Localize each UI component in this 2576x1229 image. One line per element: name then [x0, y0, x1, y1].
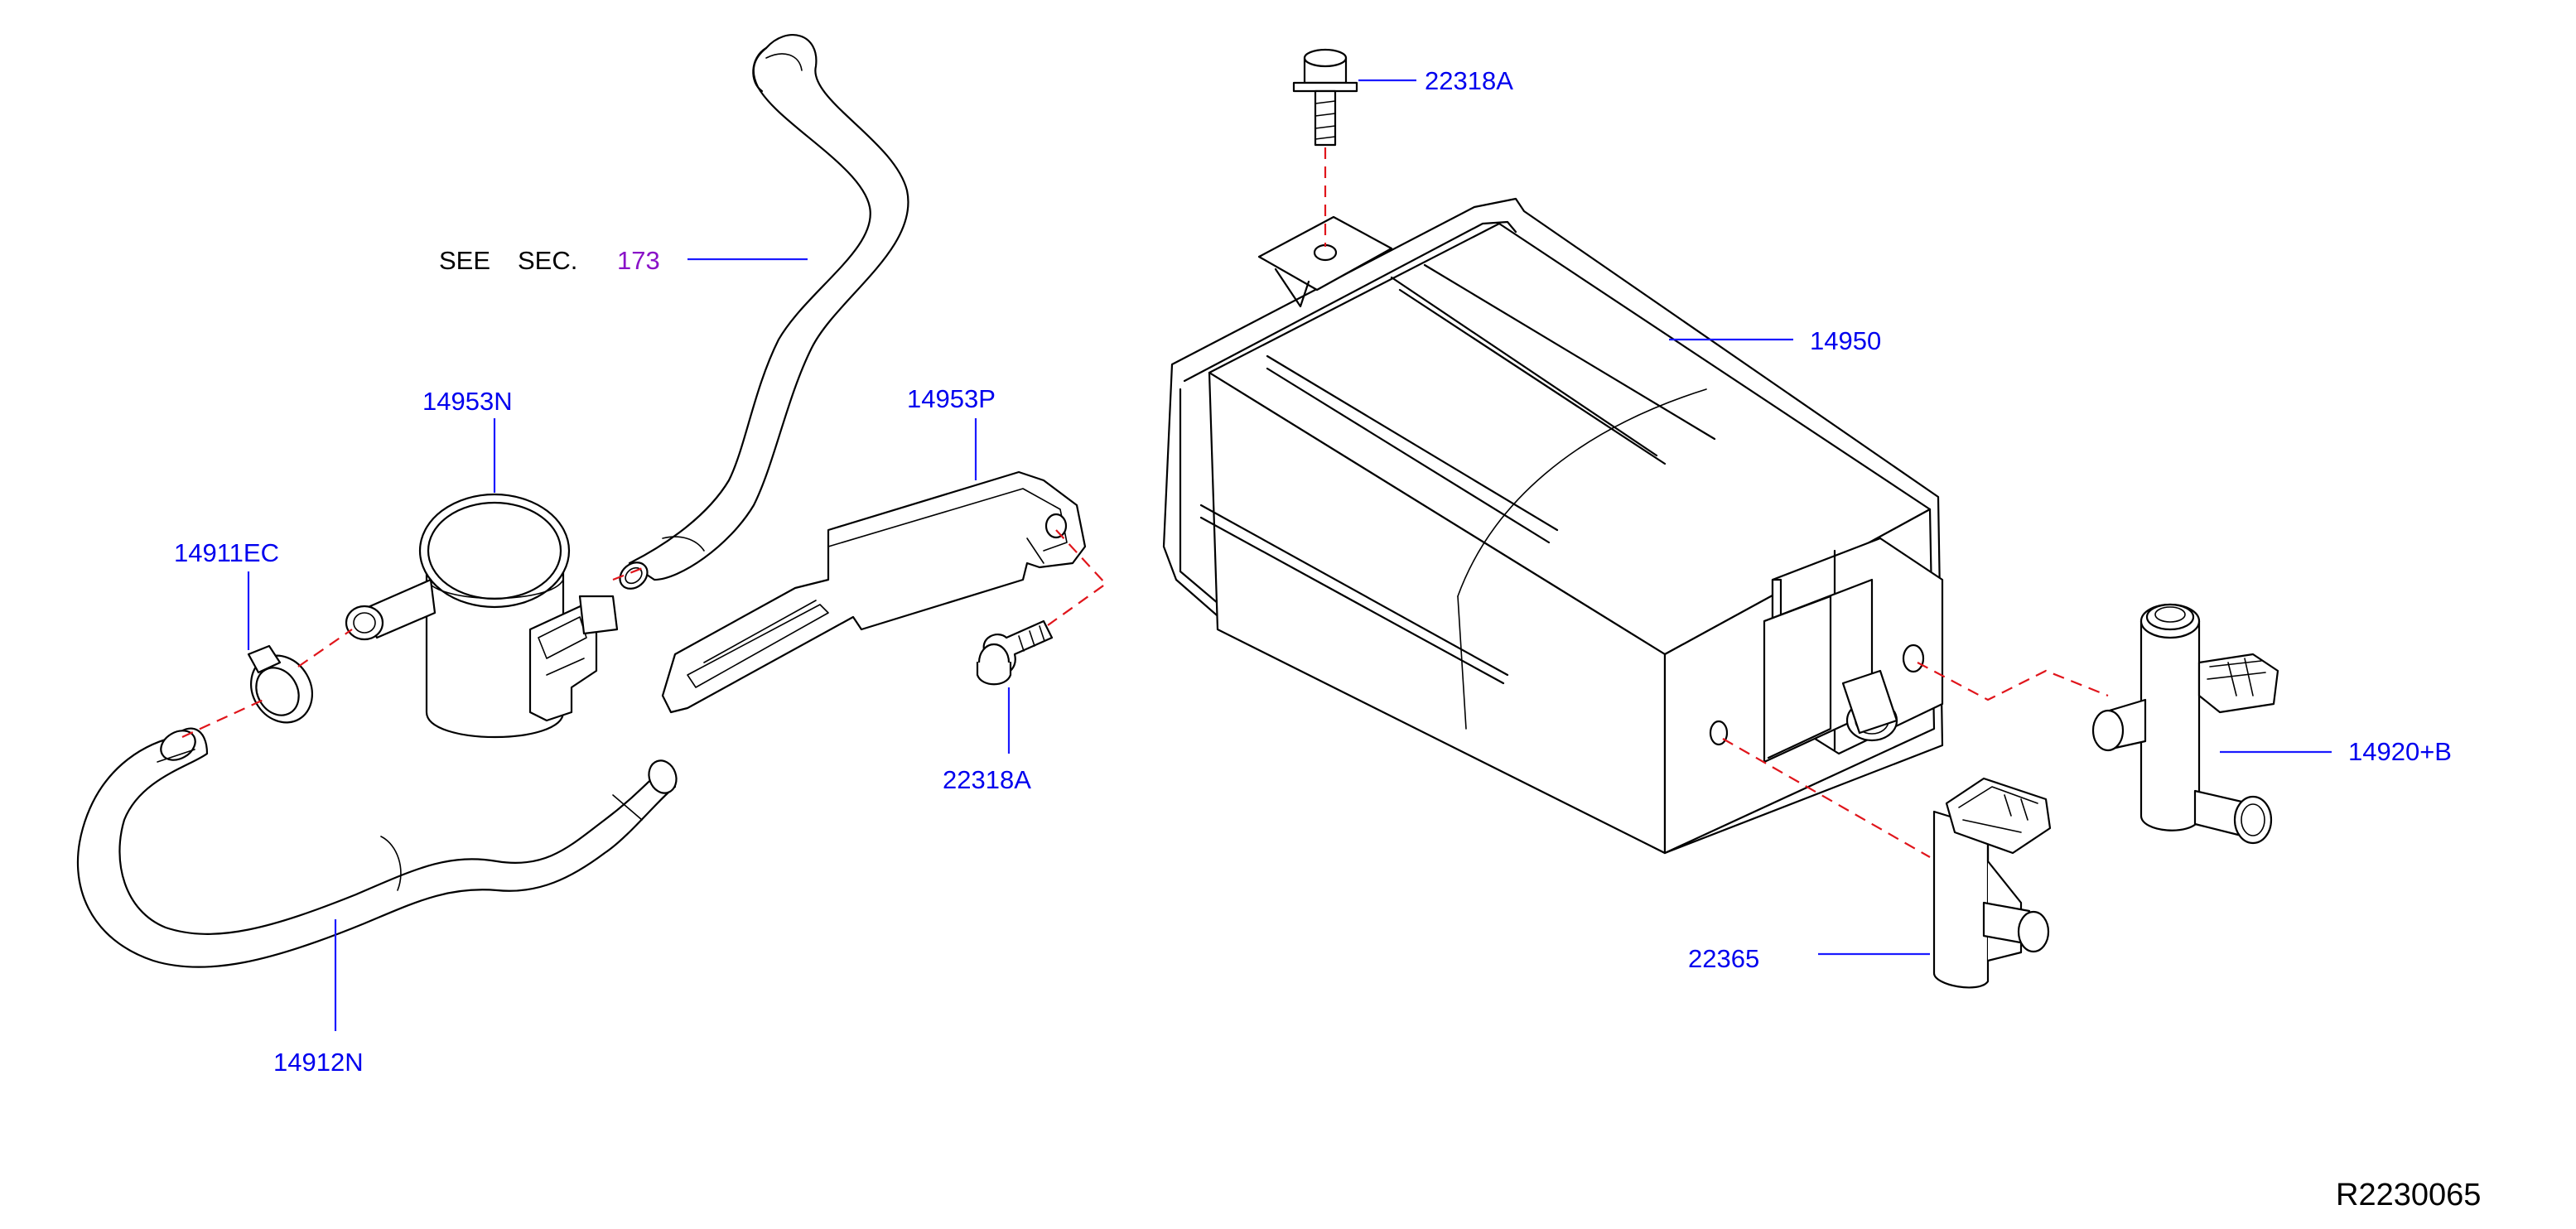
valve-14953N[interactable]	[345, 493, 619, 739]
part-label-22365[interactable]: 22365	[1688, 944, 1759, 973]
diagram-code: R2230065	[2336, 1178, 2481, 1212]
canister-14950[interactable]	[1162, 197, 1944, 855]
guide-hose-to-clamp	[181, 699, 264, 738]
sec-label: SEC.	[518, 246, 577, 275]
bracket-14953P[interactable]	[661, 470, 1087, 714]
part-label-14953N[interactable]: 14953N	[422, 387, 513, 416]
guide-bracket-to-bolt	[1047, 529, 1107, 626]
section-ref-173[interactable]: 173	[617, 246, 660, 275]
bolt-22318A-top[interactable]	[1292, 48, 1358, 147]
valve-14920B[interactable]	[2091, 603, 2279, 845]
see-label: SEE	[439, 246, 490, 275]
part-label-14953P[interactable]: 14953P	[907, 384, 996, 413]
part-label-22318A-top[interactable]: 22318A	[1425, 66, 1513, 95]
sensor-22365[interactable]	[1932, 777, 2052, 989]
part-label-14911EC[interactable]: 14911EC	[174, 538, 279, 567]
upper-hose[interactable]	[615, 34, 909, 594]
part-label-14912N[interactable]: 14912N	[273, 1048, 364, 1077]
guide-canister-to-valve	[1917, 662, 2109, 701]
bolt-22318A-middle[interactable]	[976, 619, 1054, 686]
clamp-14911EC[interactable]	[239, 644, 325, 734]
part-label-14920B[interactable]: 14920+B	[2348, 737, 2452, 766]
lower-hose-14912N[interactable]	[76, 725, 681, 968]
guide-clamp-to-valve	[297, 629, 353, 668]
guide-canister-to-sensor	[1722, 738, 1931, 858]
part-label-22318A-middle[interactable]: 22318A	[943, 765, 1031, 794]
part-label-14950[interactable]: 14950	[1810, 326, 1881, 355]
guide-hose-to-upper	[612, 566, 645, 581]
